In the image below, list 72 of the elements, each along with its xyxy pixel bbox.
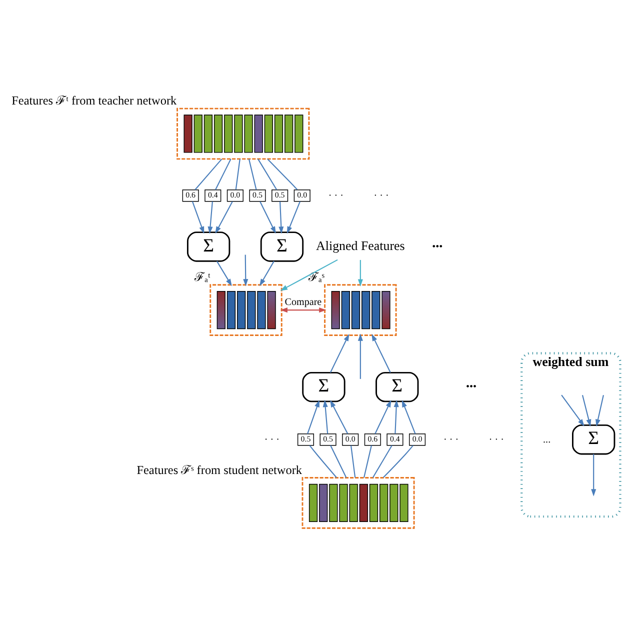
connector: [248, 158, 257, 190]
arrow: [561, 394, 584, 426]
arrow: [582, 394, 592, 426]
arrow: [330, 333, 350, 372]
connector: [194, 158, 222, 190]
node-box: [176, 107, 310, 160]
node-box: 0.0: [294, 189, 310, 202]
edge-label: Compare: [284, 296, 322, 308]
label: · · ·: [264, 434, 280, 445]
label: · · ·: [444, 434, 459, 445]
arrow: [208, 200, 213, 234]
node-label: ℱₐᵗ: [194, 269, 210, 284]
node-box: [324, 284, 397, 336]
node-box: 0.0: [409, 432, 426, 446]
connector: [350, 444, 356, 478]
arrow: [260, 260, 274, 286]
arrow: [374, 400, 392, 434]
node-box: Σ: [260, 231, 304, 262]
arrow: [372, 333, 391, 372]
node-box: 0.0: [342, 432, 359, 446]
connector: [309, 444, 337, 478]
arrow: [358, 333, 363, 378]
label: ...: [543, 434, 551, 445]
label: · · ·: [374, 190, 389, 201]
node-box: 0.4: [386, 432, 404, 446]
node-box: 0.0: [226, 189, 244, 202]
arrow: [394, 399, 399, 434]
node-text: Aligned Features: [316, 237, 405, 252]
arrow: [260, 200, 276, 234]
connector: [363, 444, 372, 478]
connector: [258, 158, 278, 190]
node-box: 0.4: [204, 189, 222, 202]
node-box: 0.5: [272, 189, 288, 202]
node-box: 0.6: [182, 189, 199, 202]
arrow: [216, 260, 232, 286]
node-box: 0.5: [249, 189, 266, 202]
label: •••: [432, 240, 443, 252]
arrow: [322, 399, 328, 434]
arrow: [243, 254, 248, 286]
node-label: Features ℱˢ from student network: [136, 462, 302, 476]
arrow: [215, 200, 233, 234]
node-box: [302, 476, 415, 528]
node-label: Features ℱᵗ from teacher network: [12, 93, 177, 108]
arrow: [402, 399, 416, 434]
arrow: [286, 200, 301, 234]
label: •••: [466, 381, 477, 392]
node-box: Σ: [186, 231, 230, 262]
node-box: 0.5: [297, 432, 314, 446]
arrow: [192, 200, 204, 234]
connector: [235, 158, 240, 190]
arrow: [307, 399, 320, 434]
node-box: [210, 284, 282, 336]
connector: [267, 158, 298, 190]
arrow: [595, 394, 604, 426]
connector: [372, 444, 392, 478]
connector: [330, 444, 347, 478]
label: · · ·: [488, 434, 504, 445]
label: · · ·: [328, 190, 344, 201]
arrow: [358, 259, 363, 286]
arrow: [278, 200, 284, 234]
node-label: ℱₐˢ: [308, 269, 324, 284]
node-box: 0.5: [320, 432, 336, 446]
arrow: [280, 258, 338, 290]
node-box: Σ: [376, 371, 419, 402]
connector: [215, 158, 232, 190]
arrow: [280, 307, 326, 312]
node-box: Σ: [302, 371, 346, 402]
arrow: [330, 400, 348, 434]
arrow: [591, 454, 596, 496]
node-box: 0.6: [364, 432, 381, 446]
connector: [382, 444, 414, 478]
node-box: Σ: [572, 424, 616, 454]
